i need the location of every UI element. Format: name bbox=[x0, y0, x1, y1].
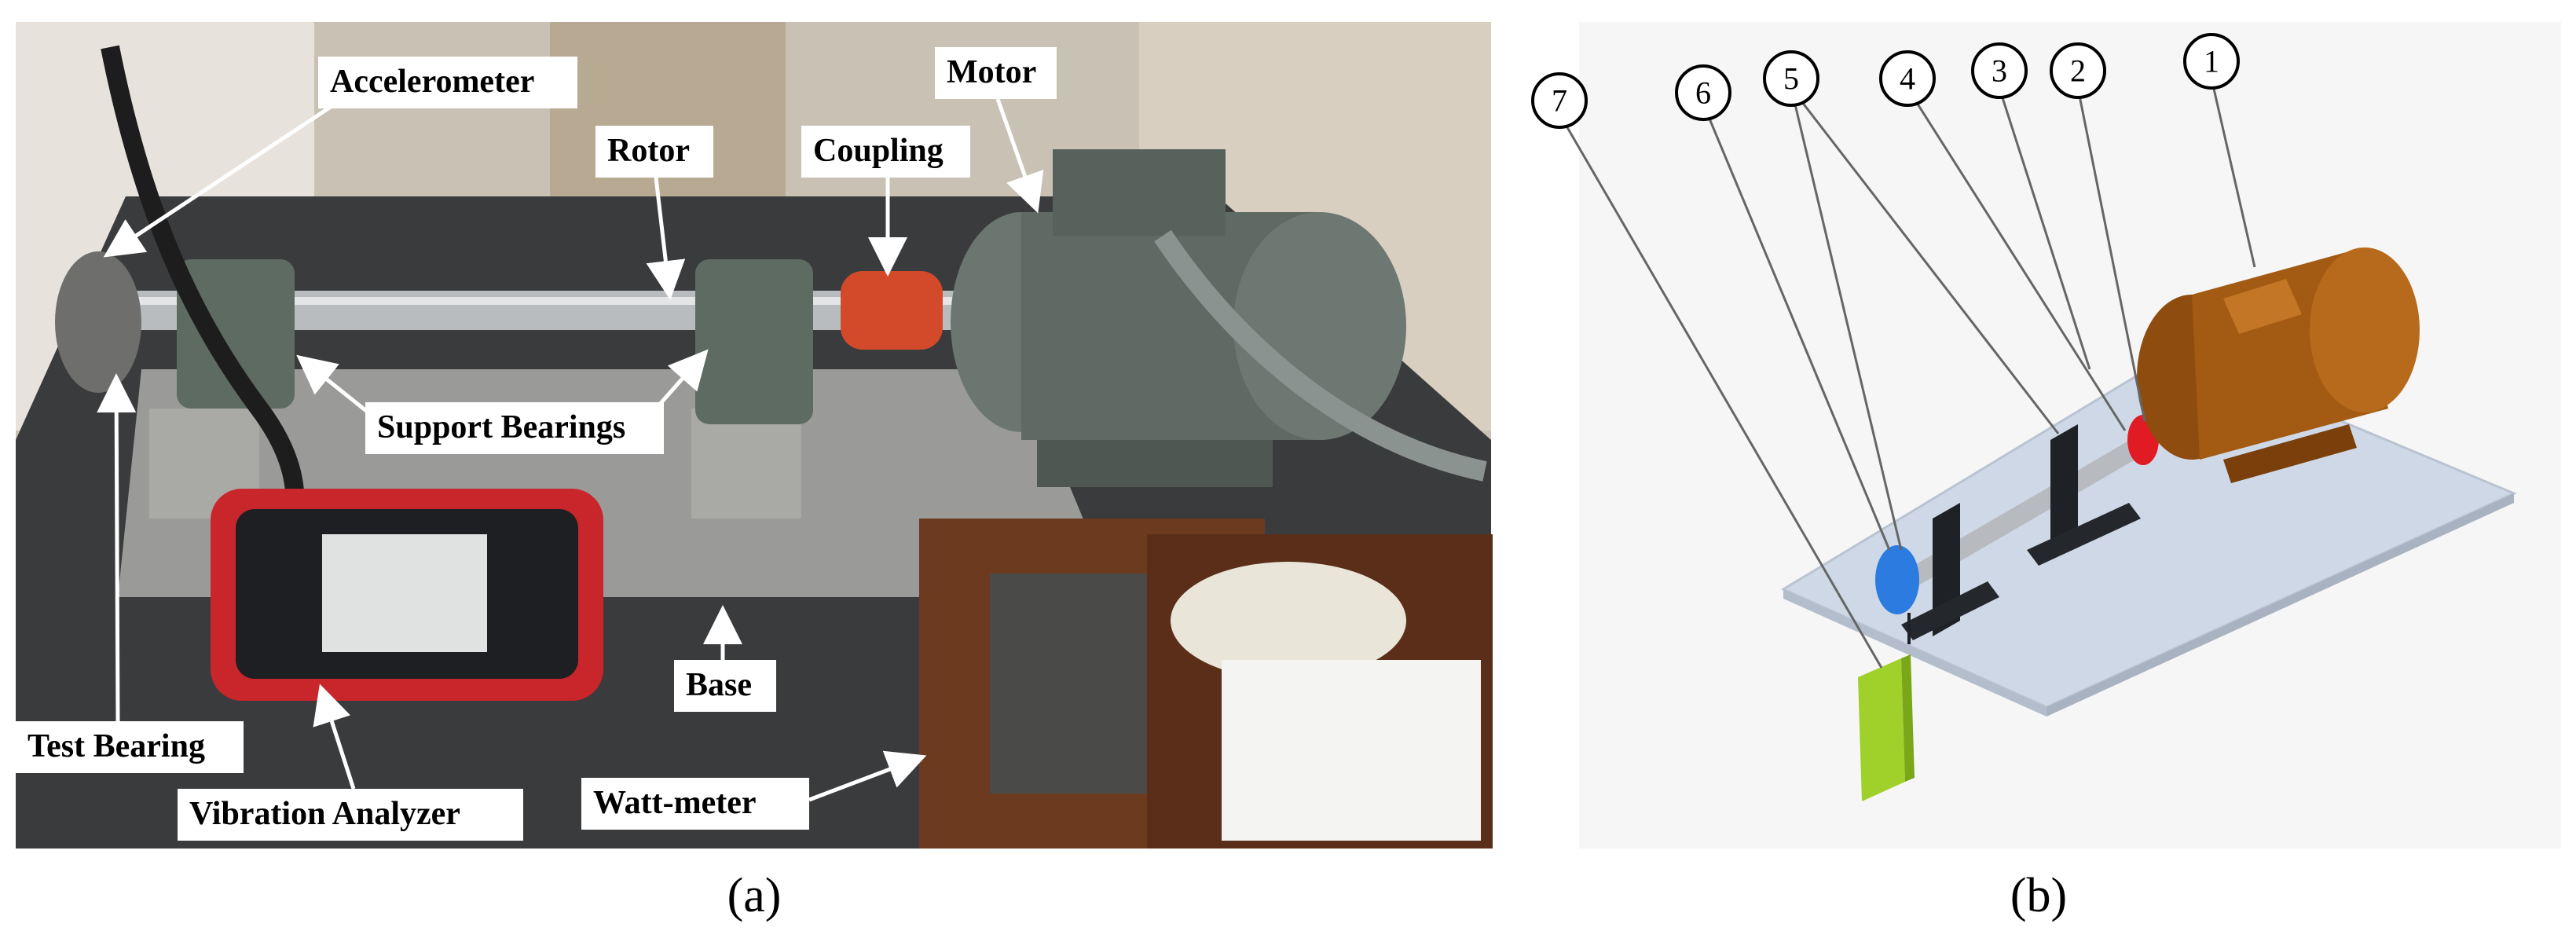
motor-fan-cover bbox=[2310, 247, 2420, 412]
wattmeter-dial bbox=[1171, 562, 1406, 680]
motor-label: Motor bbox=[947, 54, 1036, 90]
motor-arrow bbox=[995, 98, 1044, 214]
motor-label-box bbox=[935, 47, 1057, 99]
callout-4-leader bbox=[1906, 87, 2127, 431]
callout-5-circle bbox=[1763, 50, 1819, 107]
support-bearings-label-box bbox=[365, 402, 664, 454]
test-bearing bbox=[55, 251, 141, 393]
vibration-analyzer-label: Vibration Analyzer bbox=[189, 796, 460, 832]
motor-fan-cover bbox=[1233, 212, 1406, 440]
panel-a-caption: (a) bbox=[727, 869, 782, 922]
sensor-plate bbox=[1858, 658, 1905, 801]
coupling-label-box bbox=[801, 126, 970, 178]
wattmeter-grille bbox=[990, 574, 1171, 794]
shaft-highlight bbox=[63, 297, 974, 305]
callout-6-number: 6 bbox=[1695, 75, 1711, 111]
callout-4-number: 4 bbox=[1900, 61, 1915, 97]
vibration-analyzer-arrow bbox=[313, 684, 356, 790]
panel-b-callouts: 1 2 3 4 5 6 7 bbox=[1531, 33, 2256, 669]
callout-7-leader bbox=[1558, 113, 1883, 669]
callout-2-circle bbox=[2050, 42, 2106, 99]
panel-a-labels: Accelerometer Rotor Coupling Motor Suppo… bbox=[16, 47, 1057, 841]
coupling-label: Coupling bbox=[813, 133, 944, 169]
support-bearings-label: Support Bearings bbox=[377, 409, 625, 445]
support-bearings-arrow-right bbox=[654, 349, 709, 410]
vibration-analyzer-label-box bbox=[178, 789, 523, 841]
motor-terminal-box bbox=[1053, 149, 1226, 236]
motor-terminal-box bbox=[2223, 279, 2302, 334]
callout-3-number: 3 bbox=[1992, 53, 2007, 89]
watt-meter-label: Watt-meter bbox=[593, 785, 757, 821]
panel-b-render bbox=[1579, 22, 2561, 849]
test-bearing-disc bbox=[1875, 545, 1919, 614]
callout-7-number: 7 bbox=[1552, 83, 1567, 119]
rotor-label: Rotor bbox=[607, 133, 690, 169]
callout-3-leader bbox=[1998, 87, 2091, 370]
instruction-sheet bbox=[1222, 660, 1481, 841]
bearing-foot-near bbox=[1901, 581, 1999, 640]
coupling bbox=[841, 271, 943, 350]
plate-edge-front bbox=[1783, 589, 2047, 717]
callout-1-number: 1 bbox=[2204, 44, 2219, 79]
callout-4-circle bbox=[1879, 50, 1936, 107]
support-bearings-arrow-left bbox=[296, 354, 375, 418]
support-bearing-left bbox=[177, 259, 295, 409]
pedestal-right bbox=[691, 409, 801, 519]
callout-6-leader bbox=[1702, 103, 1891, 551]
rotor-label-box bbox=[595, 126, 713, 178]
callout-5-leader-a bbox=[1790, 87, 2060, 434]
watt-meter-label-box bbox=[581, 778, 809, 830]
callout-3-circle bbox=[1971, 42, 2028, 99]
panel-a-photo bbox=[16, 22, 1493, 849]
callout-1-leader bbox=[2210, 78, 2256, 268]
sensor-plate-edge bbox=[1901, 654, 1915, 782]
callout-2-leader bbox=[2076, 87, 2146, 422]
callout-7-circle bbox=[1531, 72, 1588, 129]
panel-b-caption: (b) bbox=[2010, 869, 2067, 922]
callout-5-leader-b bbox=[1790, 87, 1903, 551]
analyzer-screen bbox=[322, 534, 487, 652]
bearing-foot-far bbox=[2027, 503, 2141, 566]
motor-cable bbox=[1154, 229, 1487, 482]
support-bearing-right bbox=[695, 259, 813, 424]
bearing-housing-far bbox=[2050, 424, 2078, 558]
callout-5-number: 5 bbox=[1783, 61, 1799, 97]
accelerometer-label: Accelerometer bbox=[330, 64, 534, 100]
base-label-box bbox=[674, 660, 776, 712]
test-bearing-arrow bbox=[97, 373, 137, 722]
callout-1-circle bbox=[2183, 33, 2240, 90]
cabinet bbox=[550, 22, 786, 226]
rotor-arrow bbox=[646, 177, 686, 300]
callout-2-number: 2 bbox=[2070, 53, 2086, 89]
accelerometer-label-box bbox=[318, 57, 577, 108]
accelerometer-arrow bbox=[103, 100, 339, 258]
watt-meter-arrow bbox=[808, 750, 927, 802]
plate-edge-right bbox=[2047, 493, 2514, 717]
callout-6-circle bbox=[1675, 64, 1731, 121]
base-label: Base bbox=[686, 667, 752, 703]
motor-feet bbox=[1037, 440, 1273, 487]
test-bearing-label: Test Bearing bbox=[27, 728, 205, 764]
motor-feet bbox=[2223, 424, 2357, 483]
test-bearing-label-box bbox=[16, 721, 244, 773]
